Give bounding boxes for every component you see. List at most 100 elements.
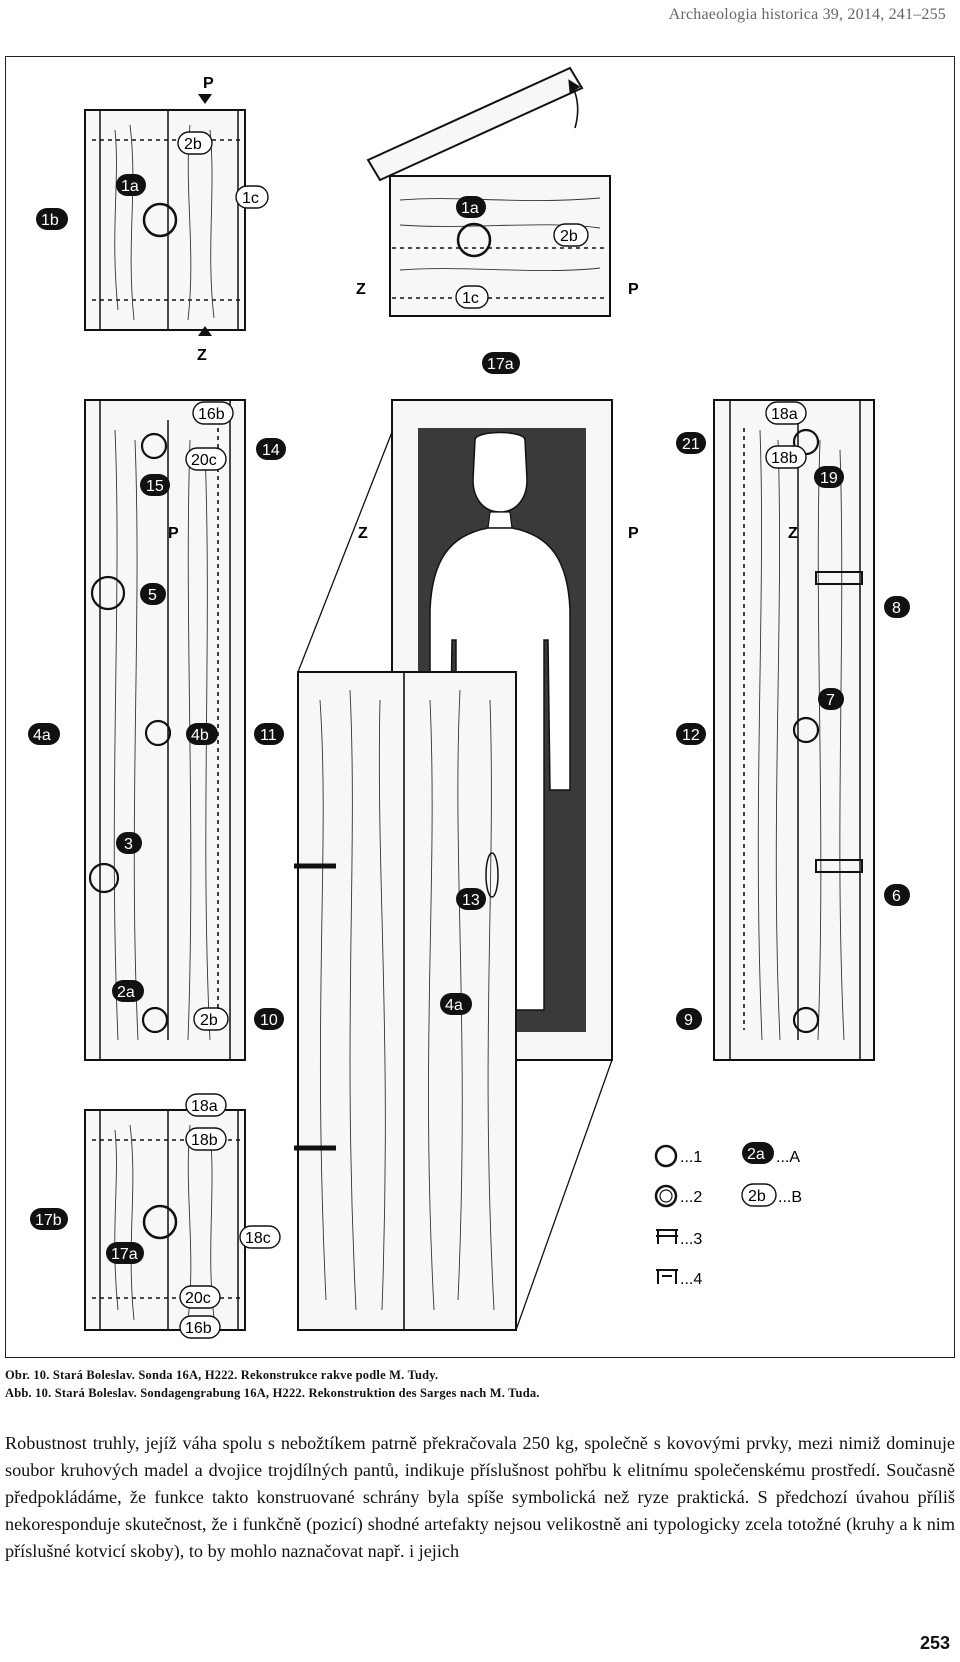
tag-7: 7 — [818, 688, 844, 710]
svg-text:12: 12 — [682, 727, 700, 744]
tag-18c: 18c — [239, 1225, 281, 1249]
svg-text:9: 9 — [684, 1012, 693, 1029]
svg-text:3: 3 — [124, 836, 133, 853]
tag-4a-left: 4a — [28, 723, 60, 745]
tag-2a-left: 2a — [112, 980, 144, 1002]
caption-czech: Obr. 10. Stará Boleslav. Sonda 16A, H222… — [5, 1368, 439, 1382]
svg-text:10: 10 — [260, 1012, 278, 1029]
arrow-P-top-left — [198, 94, 212, 104]
tag-6: 6 — [884, 884, 910, 906]
svg-text:...4: ...4 — [680, 1271, 702, 1288]
double-ring-icon — [654, 1184, 678, 1208]
figure-caption: Obr. 10. Stará Boleslav. Sonda 16A, H222… — [5, 1366, 540, 1402]
svg-text:18a: 18a — [191, 1098, 218, 1115]
svg-text:2b: 2b — [560, 228, 578, 245]
tag-4b: 4b — [186, 723, 218, 745]
ring-handle-icon — [654, 1144, 678, 1168]
svg-text:1a: 1a — [121, 178, 139, 195]
svg-text:14: 14 — [262, 442, 280, 459]
svg-text:17b: 17b — [35, 1212, 62, 1229]
tag-18a-right: 18a — [765, 401, 807, 425]
side-panel-left — [84, 399, 246, 1061]
svg-text:4b: 4b — [191, 727, 209, 744]
tag-12: 12 — [676, 723, 706, 745]
legend-item-4: ...4 — [656, 1269, 702, 1288]
svg-text:20c: 20c — [185, 1290, 211, 1307]
legend-item-A: 2a ...A — [742, 1142, 800, 1166]
svg-text:13: 13 — [462, 892, 480, 909]
paragraph-text: Robustnost truhly, jejíž váha spolu s ne… — [5, 1433, 955, 1561]
figure-frame — [5, 56, 955, 1358]
tag-9: 9 — [676, 1008, 702, 1030]
side-panel-right — [713, 399, 875, 1061]
label-Z-right: Z — [788, 525, 798, 542]
tag-1a-top-left: 1a — [116, 174, 146, 196]
tag-17a-top: 17a — [482, 352, 520, 374]
svg-text:6: 6 — [892, 888, 901, 905]
tag-1c-top-left: 1c — [235, 185, 269, 209]
legend-item-1: ...1 — [654, 1144, 702, 1168]
tag-2b-top-right: 2b — [553, 223, 589, 247]
svg-text:18a: 18a — [771, 406, 798, 423]
svg-text:16b: 16b — [185, 1320, 212, 1337]
svg-text:2b: 2b — [200, 1012, 218, 1029]
svg-text:20c: 20c — [191, 452, 217, 469]
svg-text:17a: 17a — [111, 1246, 138, 1263]
svg-text:2b: 2b — [748, 1188, 766, 1205]
label-Z-top-right: Z — [356, 281, 366, 298]
tag-4a-center: 4a — [440, 993, 472, 1015]
tag-20c-left: 20c — [185, 447, 227, 471]
tag-18a-bottom: 18a — [185, 1093, 227, 1117]
svg-text:21: 21 — [682, 436, 700, 453]
tag-2b-left: 2b — [193, 1007, 229, 1031]
svg-text:...1: ...1 — [680, 1149, 702, 1166]
svg-text:1b: 1b — [41, 212, 59, 229]
svg-text:16b: 16b — [198, 406, 225, 423]
legend-item-2: ...2 — [654, 1184, 702, 1208]
svg-text:1a: 1a — [461, 200, 479, 217]
svg-text:1c: 1c — [242, 190, 259, 207]
label-P-top-right: P — [628, 281, 639, 298]
tag-19: 19 — [814, 466, 844, 488]
tag-8: 8 — [884, 596, 910, 618]
svg-text:...3: ...3 — [680, 1231, 702, 1248]
coffin-reconstruction-figure: P Z 2b 1a 1c 1b 1a 2b 1c Z P 16b 20c 14 … — [28, 66, 910, 1339]
label-Z-center: Z — [358, 525, 368, 542]
legend: ...1 ...2 ...3 ...4 2a ...A 2b ...B — [654, 1142, 802, 1288]
svg-text:2b: 2b — [184, 136, 202, 153]
label-P-left: P — [168, 525, 179, 542]
running-header: Archaeologia historica 39, 2014, 241–255 — [668, 6, 946, 23]
tag-13: 13 — [456, 888, 486, 910]
svg-text:18b: 18b — [771, 450, 798, 467]
svg-text:18c: 18c — [245, 1230, 271, 1247]
svg-text:4a: 4a — [33, 727, 51, 744]
legend-item-B: 2b ...B — [741, 1183, 802, 1207]
tag-1c-top-right: 1c — [455, 285, 489, 309]
svg-text:4a: 4a — [445, 997, 463, 1014]
tag-15: 15 — [140, 474, 170, 496]
staple-icon — [656, 1229, 678, 1244]
svg-text:2a: 2a — [117, 984, 135, 1001]
tag-18b-right: 18b — [765, 445, 807, 469]
coffin-center — [294, 399, 613, 1331]
svg-text:5: 5 — [148, 587, 157, 604]
svg-text:...B: ...B — [778, 1189, 802, 1206]
svg-text:2a: 2a — [747, 1146, 765, 1163]
svg-text:...2: ...2 — [680, 1189, 702, 1206]
arrow-Z-top-left — [198, 326, 212, 336]
tag-1a-top-right: 1a — [456, 196, 486, 218]
tag-17b: 17b — [30, 1208, 68, 1230]
label-P-center: P — [628, 525, 639, 542]
end-panel-top-left — [84, 109, 246, 331]
svg-text:15: 15 — [146, 478, 164, 495]
tag-2b-top: 2b — [177, 131, 213, 155]
bent-staple-icon — [656, 1269, 678, 1284]
tag-18b-bottom: 18b — [185, 1127, 227, 1151]
tag-16b-left: 16b — [192, 401, 234, 425]
tag-17a-bottom: 17a — [106, 1242, 144, 1264]
tag-20c-bottom: 20c — [179, 1285, 221, 1309]
label-P-top-left: P — [203, 75, 214, 92]
svg-text:19: 19 — [820, 470, 838, 487]
svg-text:17a: 17a — [487, 356, 514, 373]
tag-5: 5 — [140, 583, 166, 605]
